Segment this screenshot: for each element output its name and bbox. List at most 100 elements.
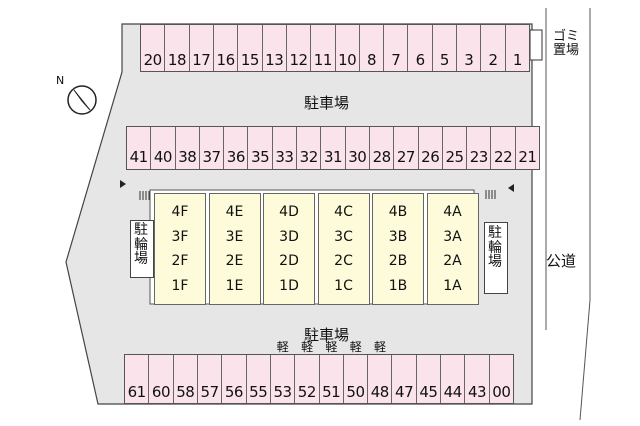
parking-space-number: 45 [419,383,438,401]
parking-space: 53 軽 [271,341,296,403]
parking-space: 26 [419,127,443,169]
garbage-box [529,29,543,61]
parking-space: 16 [214,25,239,71]
parking-space-number: 37 [202,148,221,166]
parking-space-number: 31 [323,148,343,166]
parking-space-number: 56 [224,383,244,401]
unit-label: 2F [171,253,189,270]
parking-space-number: 60 [151,383,171,401]
parking-space-number: 51 [322,383,341,401]
unit-label: 1B [388,277,408,294]
bike-parking-right [484,222,508,294]
parking-space: 11 [311,25,336,71]
parking-space-number: 8 [366,51,377,69]
kei-car-mark: 軽 [325,340,337,354]
parking-space-number: 20 [143,51,163,69]
parking-space-number: 30 [348,148,367,166]
parking-space: 5 [433,25,458,71]
unit-label: 4B [388,204,408,221]
parking-space-number: 36 [226,148,246,166]
unit-label: 1F [171,277,189,294]
parking-space: 32 [297,127,322,169]
parking-space-number: 25 [445,148,464,166]
unit-label: 3C [334,228,353,245]
parking-space: 27 [394,127,419,169]
parking-space: 20 [141,25,166,71]
unit-label: 2C [334,253,353,270]
parking-space: 36 [224,127,249,169]
parking-space-number: 18 [167,51,187,69]
parking-space: 23 [467,127,492,169]
parking-space-number: 16 [216,51,236,69]
parking-space-number: 41 [129,148,149,166]
parking-space-number: 32 [299,148,319,166]
parking-space-number: 55 [249,383,268,401]
parking-space: 55 [247,355,271,403]
unit-label: 2D [279,253,299,270]
parking-space: 30 [346,127,370,169]
parking-space: 13 [263,25,287,71]
parking-space: 7 [384,25,409,71]
unit-label: 2E [225,253,244,270]
parking-space: 18 [165,25,190,71]
kei-car-mark: 軽 [276,340,289,354]
unit-label: 4D [279,204,299,221]
parking-space-number: 12 [289,51,308,69]
parking-space-number: 7 [391,51,401,69]
parking-space: 17 [190,25,214,71]
parking-space: 33 [273,127,298,169]
parking-space-number: 28 [372,148,392,166]
unit-label: 1C [334,277,353,294]
parking-space-number: 53 [273,383,292,401]
parking-space-number: 35 [251,148,270,166]
parking-space-number: 52 [297,383,317,401]
parking-space-number: 13 [265,51,284,69]
parking-space: 8 [360,25,385,71]
garbage-label: ゴミ置場 [552,29,579,58]
apartment-unit-column: 4C 3C 2C 1C [317,193,370,305]
parking-space-number: 61 [127,383,147,401]
parking-space: 22 [491,127,516,169]
parking-space-number: 11 [313,51,333,69]
stairs-left-icon [139,191,150,200]
entrance-arrow-right-icon [508,184,514,192]
parking-space-number: 2 [488,51,499,69]
parking-space-number: 47 [395,383,414,401]
kei-car-mark: 軽 [301,340,313,354]
parking-space: 52 軽 [295,341,320,403]
parking-space: 57 [198,355,223,403]
parking-space: 44 [441,355,466,403]
unit-label: 1A [443,277,462,294]
parking-space: 47 [392,355,417,403]
parking-space-number: 57 [200,383,220,401]
bike-parking-left-label: 駐輪場 [134,222,148,268]
parking-space-number: 6 [415,51,426,69]
parking-space-number: 1 [512,51,523,69]
parking-space: 40 [151,127,176,169]
parking-space: 28 [370,127,395,169]
parking-label-top: 駐車場 [304,94,350,112]
north-compass-icon [64,82,100,118]
bike-parking-left [130,220,154,278]
parking-space-number: 27 [396,148,416,166]
road-edge-lower [579,299,591,421]
parking-space-number: 43 [467,383,487,401]
parking-space: 45 [417,355,442,403]
parking-space-number: 3 [464,51,474,69]
unit-label: 3E [225,228,244,245]
parking-space: 60 [149,355,174,403]
parking-space: 58 [174,355,198,403]
unit-label: 4C [334,204,353,221]
parking-space: 37 [200,127,225,169]
parking-space: 15 [238,25,263,71]
parking-space-number: 48 [370,383,390,401]
parking-space: 10 [336,25,360,71]
unit-label: 3F [171,228,189,245]
parking-space: 2 [481,25,506,71]
